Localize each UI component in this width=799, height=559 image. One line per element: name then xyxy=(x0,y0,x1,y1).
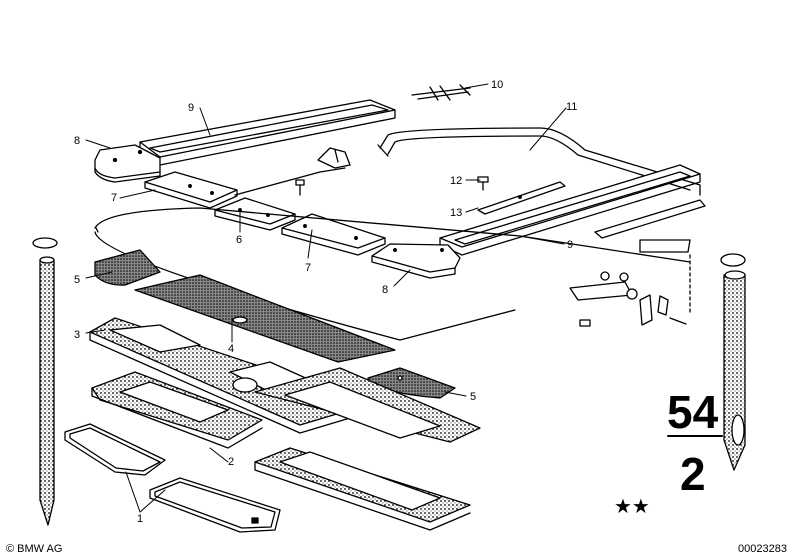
group-number-bottom: 2 xyxy=(680,448,706,500)
callout-5-right: 5 xyxy=(470,391,476,403)
drive-cable xyxy=(94,167,691,341)
guide-rail-left xyxy=(139,99,396,166)
gasket-5-left xyxy=(94,249,161,286)
cover-plate-8-left xyxy=(94,144,161,183)
rating-stars: ★★ xyxy=(614,496,650,518)
screw-12 xyxy=(477,176,489,191)
callout-4: 4 xyxy=(228,343,234,355)
callout-labels: 9 8 7 6 7 8 5 3 4 5 2 1 10 11 12 13 9 xyxy=(74,79,577,525)
callout-9-right: 9 xyxy=(567,239,573,251)
lever-hardware xyxy=(569,239,691,327)
cover-plate-7-right xyxy=(281,213,386,256)
frame-seal-11 xyxy=(377,127,701,196)
copyright-label: © BMW AG xyxy=(6,543,62,555)
callout-7-right: 7 xyxy=(305,262,311,274)
callout-7-left: 7 xyxy=(111,192,117,204)
trim-panel-2-left xyxy=(91,371,263,449)
cover-plate-7-left xyxy=(144,171,238,209)
cover-plate-8-right xyxy=(371,243,461,279)
drain-hose-right xyxy=(720,253,746,471)
callout-8-left: 8 xyxy=(74,135,80,147)
seal-1-upper xyxy=(64,423,166,476)
callout-3: 3 xyxy=(74,329,80,341)
trim-panel-2-center xyxy=(254,367,481,443)
screw-left xyxy=(295,179,305,196)
callout-13: 13 xyxy=(450,207,462,219)
callout-10: 10 xyxy=(491,79,503,91)
callout-6: 6 xyxy=(236,234,242,246)
callout-9-top: 9 xyxy=(188,102,194,114)
guide-rail-right xyxy=(439,164,706,256)
drain-hose-left xyxy=(32,237,58,526)
callout-2: 2 xyxy=(228,456,234,468)
cable-bracket xyxy=(317,147,351,169)
cover-plate-6 xyxy=(214,197,296,231)
group-number-top: 54 xyxy=(667,386,719,438)
bolt-10 xyxy=(411,84,471,101)
image-number: 00023283 xyxy=(738,543,787,555)
callout-12: 12 xyxy=(450,175,462,187)
trim-panel-2-right xyxy=(254,447,471,531)
callout-5-left: 5 xyxy=(74,274,80,286)
slide-13 xyxy=(477,181,566,215)
callout-8-right: 8 xyxy=(382,284,388,296)
callout-1: 1 xyxy=(137,513,143,525)
gasket-4 xyxy=(134,274,396,363)
leader-lines xyxy=(85,83,567,513)
seal-1-lower xyxy=(149,477,281,533)
callout-11: 11 xyxy=(566,101,577,113)
